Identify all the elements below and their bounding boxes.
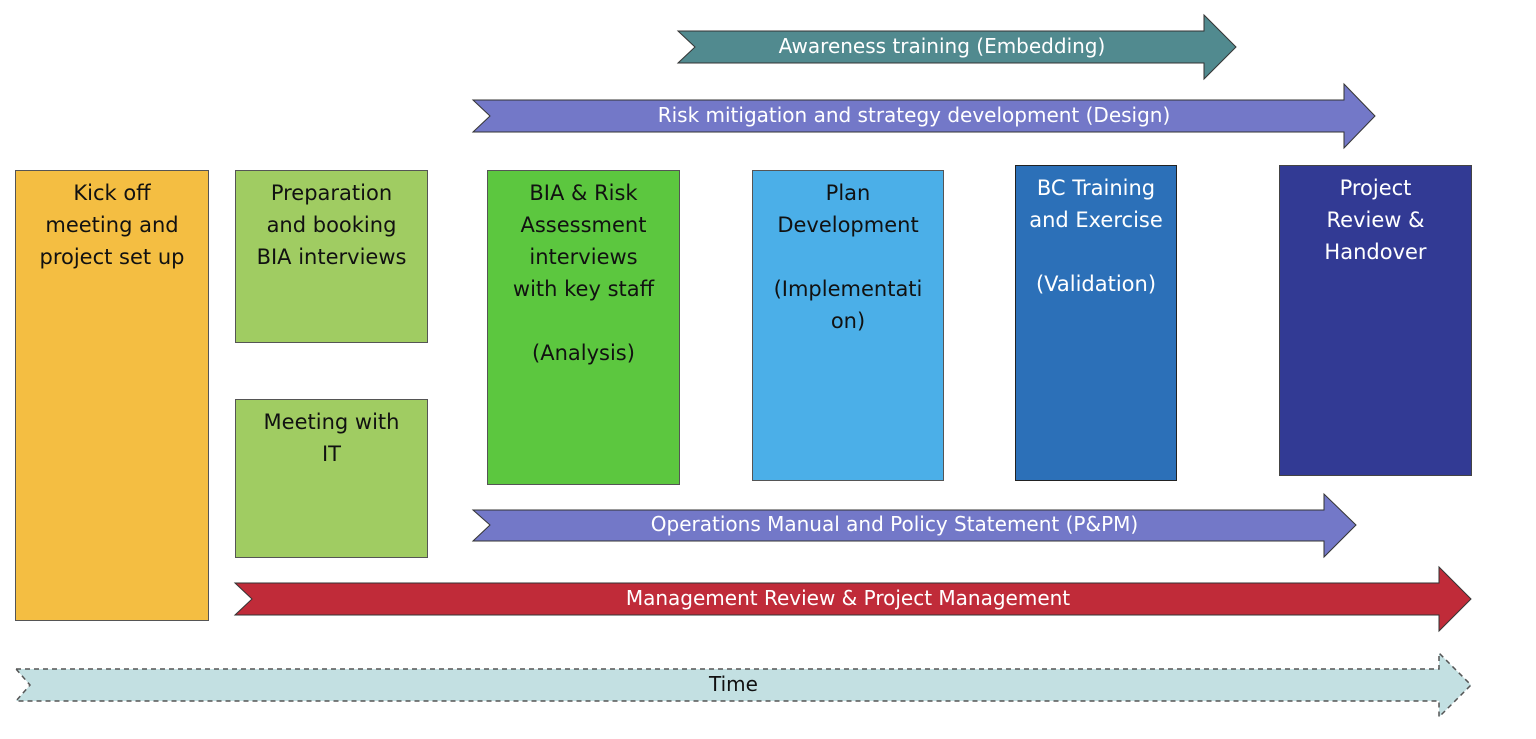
arrow-shape	[471, 82, 1376, 150]
arrow-label: Operations Manual and Policy Statement (…	[650, 512, 1139, 536]
arrow-awareness-training: Awareness training (Embedding)	[676, 13, 1237, 81]
box-preparation: Preparation and booking BIA interviews	[235, 170, 428, 343]
arrow-shape	[471, 492, 1357, 559]
arrow-label: Management Review & Project Management	[625, 586, 1071, 610]
arrow-shape	[14, 651, 1473, 719]
arrow-label: Time	[709, 672, 758, 696]
arrow-label: Awareness training (Embedding)	[778, 34, 1106, 58]
arrow-risk-mitigation: Risk mitigation and strategy development…	[471, 82, 1376, 150]
arrow-label: Risk mitigation and strategy development…	[657, 103, 1171, 127]
box-bia-risk-assessment: BIA & Risk Assessment interviews with ke…	[487, 170, 680, 485]
arrow-operations-manual: Operations Manual and Policy Statement (…	[471, 492, 1357, 559]
box-project-review: Project Review & Handover	[1279, 165, 1472, 476]
arrow-shape	[233, 565, 1472, 633]
box-bc-training: BC Training and Exercise (Validation)	[1015, 165, 1177, 481]
arrow-time: Time	[14, 651, 1473, 719]
box-plan-development: Plan Development (Implementati on)	[752, 170, 944, 481]
box-kickoff: Kick off meeting and project set up	[15, 170, 209, 621]
arrow-management-review: Management Review & Project Management	[233, 565, 1472, 633]
box-meeting-with-it: Meeting with IT	[235, 399, 428, 558]
arrow-shape	[676, 13, 1237, 81]
